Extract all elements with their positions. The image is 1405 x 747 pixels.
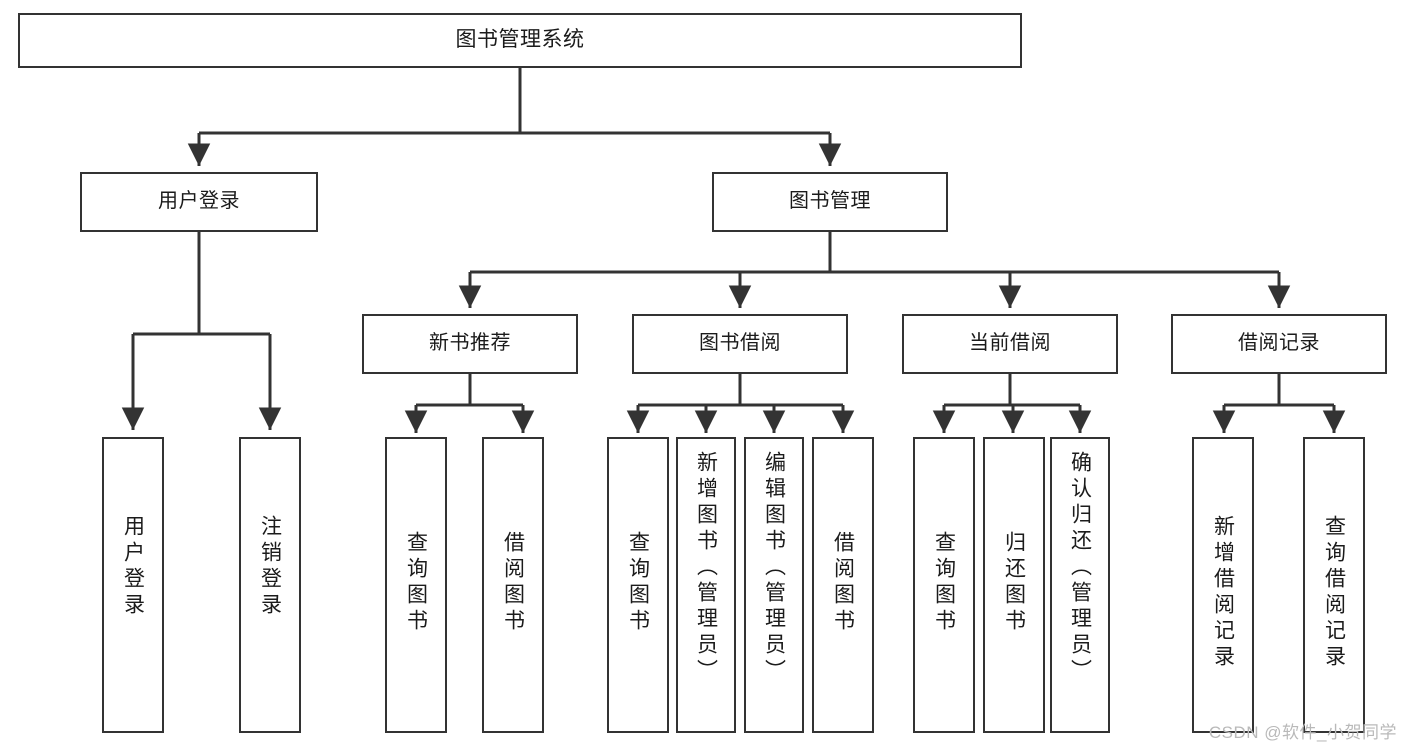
leaf-user-login-login[interactable]: 用户登录 [102, 437, 164, 733]
node-user-login-label: 用户登录 [158, 190, 240, 213]
leaf-borrow-add-book-admin-label: 新增图书（管理员） [694, 451, 718, 685]
leaf-current-confirm-return-admin-label: 确认归还（管理员） [1068, 451, 1092, 685]
node-new-book-recommend-label: 新书推荐 [429, 332, 511, 355]
leaf-borrow-edit-book-admin[interactable]: 编辑图书（管理员） [744, 437, 804, 733]
leaf-borrow-edit-book-admin-label: 编辑图书（管理员） [762, 451, 786, 685]
node-user-login[interactable]: 用户登录 [80, 172, 318, 232]
node-new-book-recommend[interactable]: 新书推荐 [362, 314, 578, 374]
leaf-new-book-query[interactable]: 查询图书 [385, 437, 447, 733]
node-book-management[interactable]: 图书管理 [712, 172, 948, 232]
node-root-system[interactable]: 图书管理系统 [18, 13, 1022, 68]
leaf-current-return-book-label: 归还图书 [1002, 531, 1026, 635]
leaf-borrow-borrow-book-label: 借阅图书 [831, 531, 855, 635]
leaf-borrow-query-book-label: 查询图书 [626, 531, 650, 635]
leaf-borrow-borrow-book[interactable]: 借阅图书 [812, 437, 874, 733]
leaf-new-book-query-label: 查询图书 [404, 531, 428, 635]
leaf-record-query-record[interactable]: 查询借阅记录 [1303, 437, 1365, 733]
watermark-text: CSDN @软件_小贺同学 [1208, 723, 1397, 742]
leaf-borrow-add-book-admin[interactable]: 新增图书（管理员） [676, 437, 736, 733]
node-borrow-record-label: 借阅记录 [1238, 332, 1320, 355]
node-current-borrow[interactable]: 当前借阅 [902, 314, 1118, 374]
node-root-label: 图书管理系统 [455, 28, 585, 52]
leaf-user-login-logout-label: 注销登录 [258, 515, 282, 619]
leaf-current-query-book-label: 查询图书 [932, 531, 956, 635]
node-borrow-record[interactable]: 借阅记录 [1171, 314, 1387, 374]
leaf-record-add-record[interactable]: 新增借阅记录 [1192, 437, 1254, 733]
leaf-current-confirm-return-admin[interactable]: 确认归还（管理员） [1050, 437, 1110, 733]
node-book-borrow[interactable]: 图书借阅 [632, 314, 848, 374]
leaf-new-book-borrow-label: 借阅图书 [501, 531, 525, 635]
leaf-user-login-logout[interactable]: 注销登录 [239, 437, 301, 733]
node-book-borrow-label: 图书借阅 [699, 332, 781, 355]
leaf-borrow-query-book[interactable]: 查询图书 [607, 437, 669, 733]
leaf-record-query-record-label: 查询借阅记录 [1322, 515, 1346, 671]
leaf-user-login-login-label: 用户登录 [121, 515, 145, 619]
leaf-current-query-book[interactable]: 查询图书 [913, 437, 975, 733]
leaf-record-add-record-label: 新增借阅记录 [1211, 515, 1235, 671]
node-book-management-label: 图书管理 [789, 190, 871, 213]
node-current-borrow-label: 当前借阅 [969, 332, 1051, 355]
leaf-current-return-book[interactable]: 归还图书 [983, 437, 1045, 733]
leaf-new-book-borrow[interactable]: 借阅图书 [482, 437, 544, 733]
